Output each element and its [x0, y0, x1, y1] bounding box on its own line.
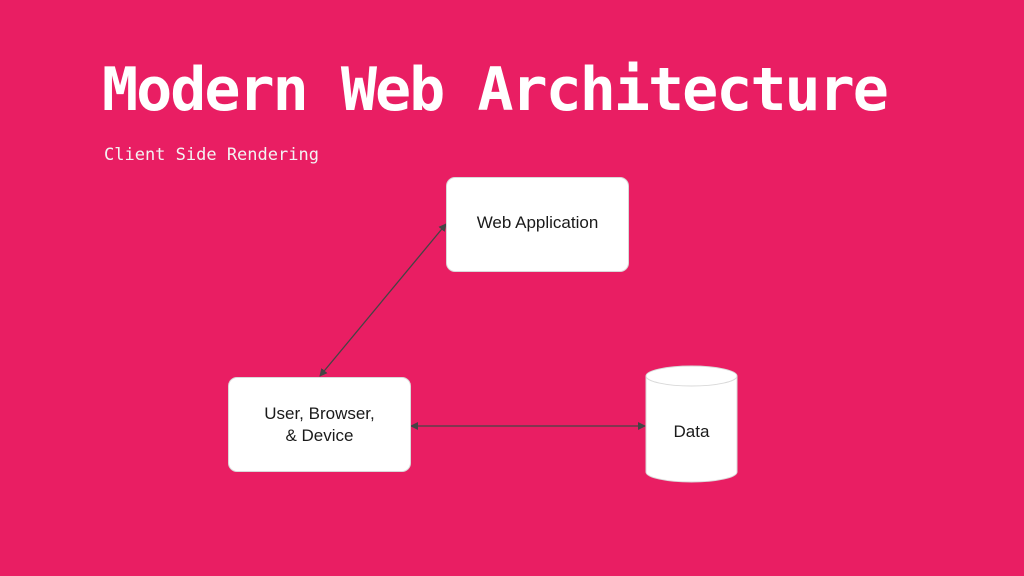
node-web-application-label: Web Application [476, 212, 599, 232]
node-web-application: Web Application [446, 177, 629, 272]
slide-title: Modern Web Architecture [102, 55, 889, 125]
node-user-browser-device: User, Browser, & Device [228, 377, 411, 472]
slide-subtitle: Client Side Rendering [104, 145, 319, 165]
edge-user-to-web-application [319, 223, 447, 377]
node-user-browser-device-label: User, Browser, & Device [264, 403, 375, 445]
database-cylinder-icon [645, 365, 738, 483]
node-data-label: Data [673, 422, 710, 441]
